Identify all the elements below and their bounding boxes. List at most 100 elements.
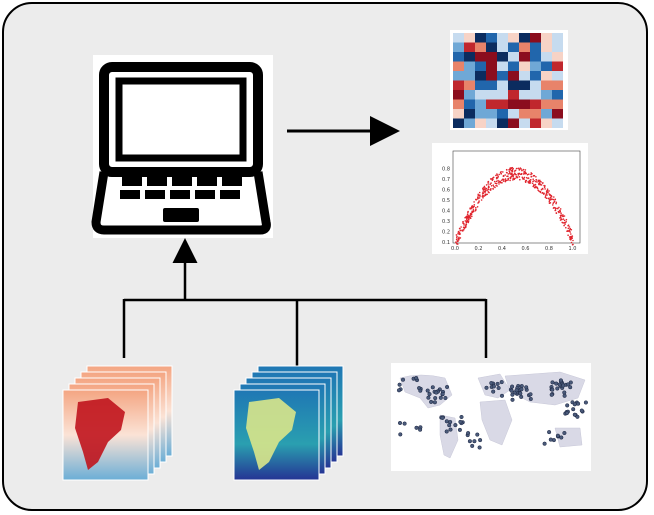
map-point	[565, 403, 570, 408]
scatter-point	[457, 233, 459, 235]
scatter-point	[492, 184, 495, 186]
scatter-point	[493, 180, 496, 183]
map-point	[443, 395, 448, 401]
scatter-point	[504, 180, 507, 183]
scatter-point	[487, 183, 490, 185]
heatmap-cell	[552, 80, 563, 90]
scatter-point	[522, 178, 524, 180]
map-point	[524, 385, 529, 390]
scatter-point	[455, 241, 457, 244]
scatter-point	[475, 198, 477, 201]
x-tick-label: 1.0	[569, 246, 577, 252]
scatter-point	[498, 181, 501, 183]
scatter-point	[458, 227, 461, 230]
scatter-point	[466, 219, 469, 222]
map-point	[467, 439, 472, 444]
scatter-point	[483, 186, 485, 189]
map-point	[509, 388, 514, 393]
scatter-point	[484, 187, 486, 189]
heatmap-cell	[541, 90, 552, 100]
map-point	[448, 427, 453, 432]
map-point	[459, 414, 464, 420]
input-connectors	[122, 238, 488, 368]
scatter-point	[464, 226, 466, 229]
map-point	[548, 437, 553, 442]
scatter-point	[470, 213, 473, 216]
heatmap-cell	[508, 61, 519, 71]
heatmap-cell	[541, 118, 552, 128]
y-tick-label: 0.5	[442, 198, 450, 204]
map-point	[447, 423, 452, 428]
scatter-point	[531, 172, 533, 175]
map-point	[440, 391, 445, 397]
scatter-point	[562, 218, 565, 220]
scatter-point	[520, 173, 523, 176]
scatter-point	[543, 186, 546, 188]
heatmap-cell	[530, 71, 541, 81]
scatter-point	[521, 169, 523, 172]
scatter-point	[518, 176, 521, 178]
scatter-point	[554, 209, 556, 212]
scatter-point	[563, 215, 566, 217]
map-point	[571, 407, 576, 412]
scatter-point	[502, 171, 504, 173]
map-point	[491, 389, 496, 394]
scatter-point	[463, 224, 465, 226]
map-point	[555, 433, 560, 438]
map-point	[430, 385, 435, 390]
heatmap-cell	[486, 61, 497, 71]
scatter-point	[545, 192, 548, 194]
heatmap-cell	[541, 80, 552, 90]
scatter-point	[474, 209, 477, 211]
heatmap-cell	[530, 80, 541, 90]
heatmap-cell	[552, 71, 563, 81]
heatmap-cell	[464, 71, 475, 81]
map-point	[432, 400, 437, 405]
scatter-point	[511, 174, 514, 177]
scatter-point	[537, 183, 540, 185]
map-point	[484, 385, 489, 390]
heatmap-cell	[497, 52, 508, 62]
map-point	[499, 393, 505, 398]
continent-shape	[246, 398, 296, 470]
scatter-point	[572, 239, 574, 242]
heatmap-cell	[497, 99, 508, 109]
scatter-point	[456, 236, 458, 239]
scatter-point	[514, 177, 516, 180]
heatmap-cell	[486, 80, 497, 90]
heatmap-cell	[453, 42, 464, 52]
heatmap-cell	[508, 80, 519, 90]
heatmap-cell	[453, 52, 464, 62]
map-point	[472, 439, 477, 444]
heatmap-cell	[552, 118, 563, 128]
heatmap-cell	[541, 42, 552, 52]
scatter-point	[472, 207, 474, 209]
temperature-map-stack	[62, 365, 173, 481]
scatter-point	[519, 167, 522, 169]
scatter-point	[487, 180, 490, 183]
scatter-point	[519, 178, 521, 181]
heatmap-cell	[486, 99, 497, 109]
scatter-point	[552, 198, 555, 201]
scatter-point	[481, 194, 484, 196]
scatter-point	[530, 175, 533, 178]
map-point	[558, 378, 563, 383]
scatter-point	[479, 195, 481, 197]
scatter-point	[496, 174, 499, 176]
map-point	[496, 385, 501, 391]
scatter-point	[495, 182, 498, 185]
heatmap-cell	[530, 61, 541, 71]
scatter-point	[527, 177, 530, 179]
heatmap-cell	[464, 61, 475, 71]
map-point	[583, 400, 588, 405]
scatter-point	[473, 204, 476, 206]
heatmap-cell	[508, 71, 519, 81]
scatter-point	[535, 178, 537, 181]
scatter-point	[465, 223, 468, 226]
map-point	[528, 392, 533, 397]
scatter-point	[571, 237, 573, 239]
scatter-point	[536, 187, 539, 190]
heatmap-cell	[453, 80, 464, 90]
scatter-point	[458, 232, 461, 234]
scatter-point	[482, 191, 484, 193]
